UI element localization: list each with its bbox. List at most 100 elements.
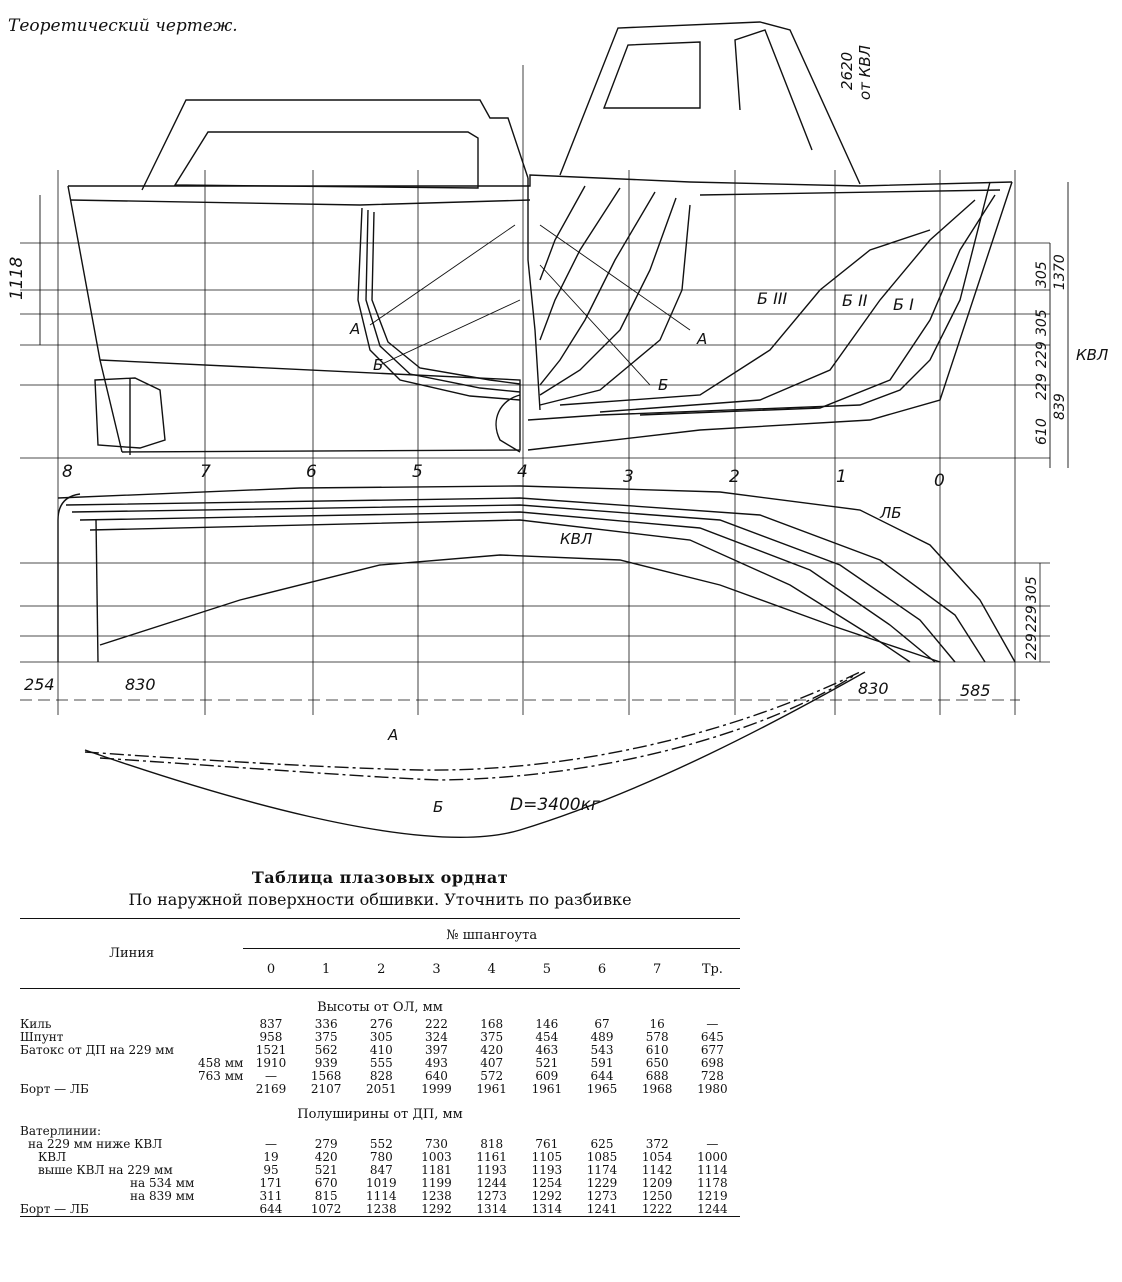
wheelhouse-window bbox=[602, 41, 701, 109]
table-cell: 493 bbox=[425, 1056, 448, 1070]
outboard-motor bbox=[94, 377, 166, 449]
table-cell: 521 bbox=[535, 1056, 559, 1070]
section-fwd-1 bbox=[539, 204, 691, 406]
table-cell: 1241 bbox=[586, 1202, 618, 1216]
table-cell: 1193 bbox=[476, 1163, 507, 1177]
row-label: выше КВЛ на 229 мм bbox=[38, 1163, 173, 1177]
dim-305b: 305 bbox=[1034, 309, 1050, 336]
section-header: Полуширины от ДП, мм bbox=[297, 1107, 463, 1122]
table-cell: 311 bbox=[259, 1189, 283, 1203]
section-fwd-2 bbox=[539, 197, 677, 396]
station-label: 1 bbox=[836, 467, 847, 487]
station-label: 6 bbox=[306, 462, 317, 482]
table-cell: 847 bbox=[369, 1163, 393, 1177]
table-cell: 818 bbox=[480, 1137, 504, 1151]
wheelhouse-window-2 bbox=[734, 29, 813, 151]
table-cell: 1314 bbox=[531, 1202, 563, 1216]
column-header: 1 bbox=[322, 962, 331, 977]
plan-label-kvl: КВЛ bbox=[560, 530, 592, 548]
buttock-label-3: Б III bbox=[757, 289, 788, 308]
table-cell: 1910 bbox=[255, 1056, 287, 1070]
table-cell: 1273 bbox=[586, 1189, 618, 1203]
section-aft-2 bbox=[365, 209, 521, 393]
table-cell: 19 bbox=[263, 1150, 279, 1164]
table-cell: 1254 bbox=[531, 1176, 563, 1190]
table-cell: 1292 bbox=[421, 1202, 452, 1216]
table-cell: 958 bbox=[259, 1030, 283, 1044]
diagonal-label-b-fwd: Б bbox=[658, 376, 668, 394]
row-label: 763 мм bbox=[198, 1069, 244, 1083]
deck-edge-lb bbox=[57, 485, 1016, 663]
bottom-dim-254: 254 bbox=[24, 675, 55, 694]
keel-line bbox=[99, 359, 521, 453]
row-label: на 839 мм bbox=[130, 1189, 195, 1203]
waterlines bbox=[20, 242, 1050, 459]
dim-305a: 305 bbox=[1034, 261, 1050, 288]
table-cell: 521 bbox=[314, 1163, 338, 1177]
table-cell: 650 bbox=[645, 1056, 669, 1070]
row-label: Ватерлинии: bbox=[20, 1124, 102, 1138]
table-cell: 171 bbox=[259, 1176, 283, 1190]
table-cell: 1244 bbox=[476, 1176, 507, 1190]
section-aft-1 bbox=[357, 207, 521, 401]
skeg bbox=[495, 394, 521, 453]
table-cell: 1085 bbox=[586, 1150, 618, 1164]
table-cell: 1968 bbox=[641, 1082, 673, 1096]
table-cell: 276 bbox=[369, 1017, 393, 1031]
table-cell: 1193 bbox=[531, 1163, 563, 1177]
plan-dim-305: 305 bbox=[1024, 576, 1040, 603]
station-label: 5 bbox=[412, 462, 423, 482]
table-cell: 420 bbox=[314, 1150, 338, 1164]
table-cell: 555 bbox=[369, 1056, 393, 1070]
table-cell: 336 bbox=[314, 1017, 338, 1031]
station-label: 7 bbox=[200, 462, 211, 482]
dimension-lines bbox=[39, 182, 1069, 468]
table-cell: 463 bbox=[535, 1043, 559, 1057]
table-cell: 1219 bbox=[697, 1189, 728, 1203]
stem bbox=[527, 181, 991, 421]
row-label: на 229 мм ниже КВЛ bbox=[28, 1137, 163, 1151]
table-cell: 591 bbox=[590, 1056, 614, 1070]
buttock-2 bbox=[599, 199, 976, 413]
frame-header: № шпангоута bbox=[243, 918, 740, 949]
table-cell: 1250 bbox=[641, 1189, 673, 1203]
row-label: Борт — ЛБ bbox=[20, 1082, 89, 1096]
lines-drawing: 8 7 6 5 4 3 2 1 0 1118 2620 от КВЛ 305 3… bbox=[7, 21, 1108, 838]
table-cell: 2107 bbox=[310, 1082, 342, 1096]
expansion-view bbox=[84, 671, 866, 838]
column-header: 0 bbox=[266, 962, 276, 977]
row-label: Батокс от ДП на 229 мм bbox=[20, 1043, 174, 1057]
table-cell: 1980 bbox=[697, 1082, 728, 1096]
table-cell: 1181 bbox=[421, 1163, 452, 1177]
plan-dim-229a: 229 bbox=[1024, 605, 1040, 632]
table-cell: 677 bbox=[700, 1043, 724, 1057]
table-cell: 324 bbox=[425, 1030, 448, 1044]
table-cell: 16 bbox=[649, 1017, 665, 1031]
station-lines bbox=[57, 65, 1016, 715]
plan-line-3 bbox=[71, 504, 956, 663]
table-cell: 670 bbox=[314, 1176, 338, 1190]
table-cell: 67 bbox=[594, 1017, 610, 1031]
table-cell: 1003 bbox=[421, 1150, 452, 1164]
table-cell: 146 bbox=[535, 1017, 559, 1031]
table-cell: 645 bbox=[700, 1030, 724, 1044]
table-cell: 1292 bbox=[531, 1189, 563, 1203]
dim-839: 839 bbox=[1052, 393, 1068, 420]
buttock-label-2: Б II bbox=[842, 291, 868, 310]
table-cell: 1222 bbox=[641, 1202, 673, 1216]
section-fwd-4 bbox=[539, 187, 621, 341]
bottom-dim-830a: 830 bbox=[125, 675, 156, 694]
plan-dim-229b: 229 bbox=[1024, 633, 1040, 660]
row-label: КВЛ bbox=[38, 1150, 67, 1164]
table-cell: 1273 bbox=[476, 1189, 507, 1203]
table-cell: 625 bbox=[590, 1137, 614, 1151]
table-cell: — bbox=[264, 1069, 277, 1083]
table-cell: 1161 bbox=[476, 1150, 507, 1164]
table-cell: 609 bbox=[535, 1069, 559, 1083]
